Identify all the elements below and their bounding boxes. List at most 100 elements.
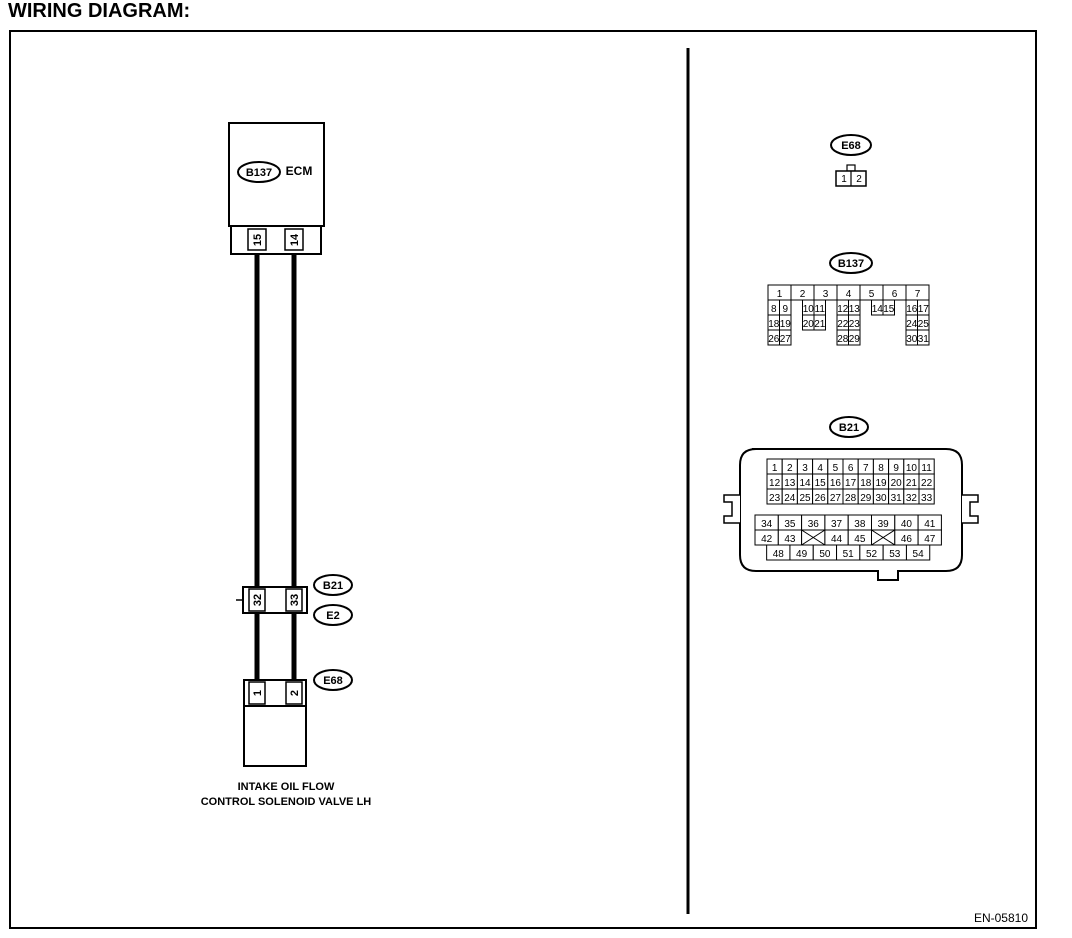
b21-pin-30: 30 [875, 493, 887, 504]
b137-pin-1: 1 [777, 289, 783, 300]
b137-pin-30: 30 [906, 334, 918, 345]
b137-pin-9: 9 [782, 304, 788, 315]
b137-view-badge [829, 252, 873, 274]
b21-pin-25: 25 [799, 493, 811, 504]
b21-pin-41: 41 [924, 519, 936, 530]
b21-badge [313, 574, 353, 596]
b21-pin-38: 38 [854, 519, 866, 530]
b137-pin-6: 6 [892, 289, 898, 300]
b21-pin-7: 7 [863, 463, 869, 474]
b21-pin-3: 3 [802, 463, 808, 474]
b21-pin-53: 53 [889, 549, 901, 560]
b21-pin-6: 6 [848, 463, 854, 474]
b21-pin-54-cell [905, 544, 931, 561]
e68-badge-label: E68 [323, 675, 343, 687]
b21-pin-8: 8 [878, 463, 884, 474]
ecm-pin-14: 14 [289, 233, 301, 246]
b21-pin-49: 49 [796, 549, 808, 560]
b21-pin-21: 21 [906, 478, 918, 489]
b21-pin-31: 31 [891, 493, 903, 504]
b21-pin-23: 23 [769, 493, 781, 504]
b21-pin-20: 20 [891, 478, 903, 489]
b137-pin-19: 19 [780, 319, 792, 330]
b21-badge-label: B21 [323, 580, 343, 592]
b137-view-label: B137 [838, 258, 864, 270]
b137-pin-14: 14 [872, 304, 884, 315]
b21-pin-44: 44 [831, 534, 843, 545]
b21-pin-13: 13 [784, 478, 796, 489]
valve-pin-2: 2 [289, 690, 301, 696]
b137-pin-13: 13 [849, 304, 861, 315]
b137-pin-23: 23 [849, 319, 861, 330]
b137-pin-16: 16 [906, 304, 918, 315]
ecm-connector-badge [237, 161, 281, 183]
b21-pin-42: 42 [761, 534, 773, 545]
blank-cavity-mark [801, 529, 826, 546]
b21-pin-5: 5 [833, 463, 839, 474]
b21-pin-54: 54 [913, 549, 925, 560]
b21-pin-28: 28 [845, 493, 857, 504]
b137-pin-12: 12 [837, 304, 849, 315]
inline-connector-b21-e2: 32 33 [236, 586, 308, 614]
b21-pin-27: 27 [830, 493, 842, 504]
b21-pin-18: 18 [860, 478, 872, 489]
b21-pin-33: 33 [921, 493, 933, 504]
ecm-label: ECM [286, 164, 313, 178]
b21-pin-51: 51 [843, 549, 855, 560]
b137-pin-18: 18 [768, 319, 780, 330]
inline-pin-33: 33 [289, 594, 301, 606]
b137-pin-2: 2 [800, 289, 806, 300]
b21-pin-46: 46 [901, 534, 913, 545]
b21-pin-36: 36 [808, 519, 820, 530]
b137-pin-3: 3 [823, 289, 829, 300]
e68-view-pin-1: 1 [841, 174, 847, 185]
b21-pin-37: 37 [831, 519, 843, 530]
b137-pin-8: 8 [771, 304, 777, 315]
diagram-frame [9, 30, 1037, 929]
e2-badge-label: E2 [326, 610, 339, 622]
b21-pin-2: 2 [787, 463, 793, 474]
valve-label-line1: INTAKE OIL FLOW [238, 781, 335, 793]
b21-pin-32: 32 [906, 493, 918, 504]
b21-pin-9: 9 [893, 463, 899, 474]
e2-badge [313, 604, 353, 626]
b137-pin-29: 29 [849, 334, 861, 345]
b21-pin-45: 45 [854, 534, 866, 545]
b137-pin-24: 24 [906, 319, 918, 330]
b21-pin-12: 12 [769, 478, 781, 489]
b21-pin-39: 39 [878, 519, 890, 530]
b137-pin-29-cell [848, 329, 861, 346]
b137-pin-26: 26 [768, 334, 780, 345]
b21-pin-35: 35 [784, 519, 796, 530]
e68-connector-view: 1 2 [835, 164, 867, 187]
b21-pin-16: 16 [830, 478, 842, 489]
b137-pin-11: 11 [815, 304, 826, 315]
b137-pin-4: 4 [846, 289, 852, 300]
b21-pin-33-cell [918, 488, 935, 505]
b21-pin-11: 11 [921, 463, 932, 474]
e68-badge [313, 669, 353, 691]
b137-pin-20: 20 [803, 319, 815, 330]
b21-pin-1: 1 [772, 463, 778, 474]
ecm-pin-15: 15 [252, 234, 264, 246]
b21-pin-26: 26 [815, 493, 827, 504]
b137-pin-27-cell [779, 329, 792, 346]
b21-pin-29: 29 [860, 493, 872, 504]
b137-pin-15: 15 [883, 304, 895, 315]
b21-pin-34: 34 [761, 519, 773, 530]
b21-pin-47: 47 [924, 534, 936, 545]
b21-view-badge [829, 416, 869, 438]
ecm-connector-label: B137 [246, 167, 272, 179]
b137-pin-5: 5 [869, 289, 875, 300]
b21-pin-17: 17 [845, 478, 857, 489]
b137-pin-28: 28 [837, 334, 849, 345]
blank-cavity-mark [871, 529, 896, 546]
b21-pin-14: 14 [799, 478, 811, 489]
b21-pin-24: 24 [784, 493, 796, 504]
valve-label-line2: CONTROL SOLENOID VALVE LH [201, 796, 372, 808]
b137-pin-22: 22 [837, 319, 849, 330]
b137-pin-21-cell [813, 314, 826, 331]
b21-pin-4: 4 [817, 463, 823, 474]
